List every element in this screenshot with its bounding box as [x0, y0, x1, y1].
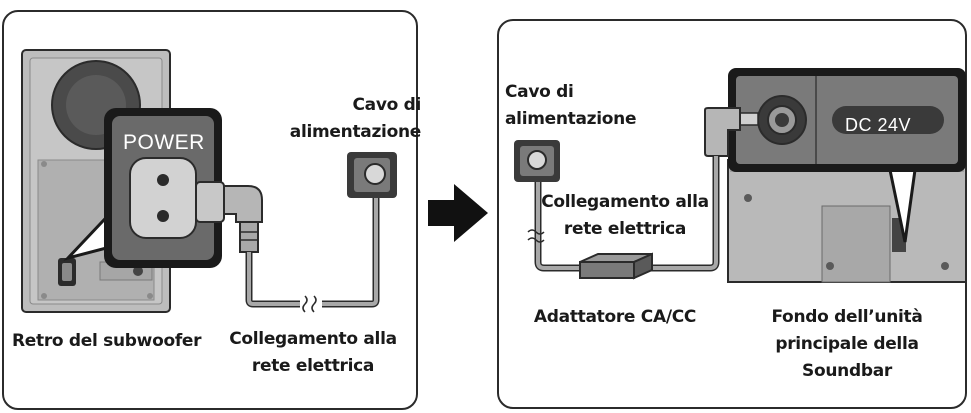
power-label: POWER [123, 131, 205, 154]
mains-label-left-line2: rete elettrica [251, 356, 375, 376]
cable-label-left-line1: Cavo di [352, 95, 421, 115]
power-plug [195, 181, 263, 253]
ac-dc-adapter [579, 252, 653, 280]
mains-label-right-line2: rete elettrica [563, 219, 687, 239]
dc-24v-label: DC 24V [845, 115, 912, 135]
cable-label-right: Cavo di alimentazione [505, 79, 645, 133]
mains-label-left: Collegamento alla rete elettrica [218, 326, 408, 380]
cable-label-left: Cavo di alimentazione [275, 92, 422, 146]
mains-label-right: Collegamento alla rete elettrica [530, 189, 720, 243]
soundbar-caption-line1: Fondo dell’unità [771, 307, 923, 327]
adapter-caption: Adattatore CA/CC [533, 307, 697, 327]
dc-jack-zoom [728, 68, 966, 172]
cable-label-right-line1: Cavo di [505, 82, 574, 102]
mains-label-right-line1: Collegamento alla [541, 192, 709, 212]
arrow-icon [428, 184, 488, 242]
soundbar-caption-line3: Soundbar [802, 361, 892, 381]
wall-outlet-left [347, 152, 397, 198]
subwoofer-caption: Retro del subwoofer [12, 331, 202, 351]
cable-label-right-line2: alimentazione [505, 109, 637, 129]
mains-label-left-line1: Collegamento alla [229, 329, 397, 349]
wall-outlet-right [514, 140, 560, 182]
cable-label-left-line2: alimentazione [289, 122, 422, 142]
soundbar-caption-line2: principale della [775, 334, 919, 354]
left-panel [2, 10, 418, 410]
soundbar-illustration [727, 159, 967, 283]
soundbar-caption: Fondo dell’unità principale della Soundb… [752, 304, 942, 385]
power-socket-zoom [104, 108, 222, 268]
dc-plug [704, 107, 759, 157]
